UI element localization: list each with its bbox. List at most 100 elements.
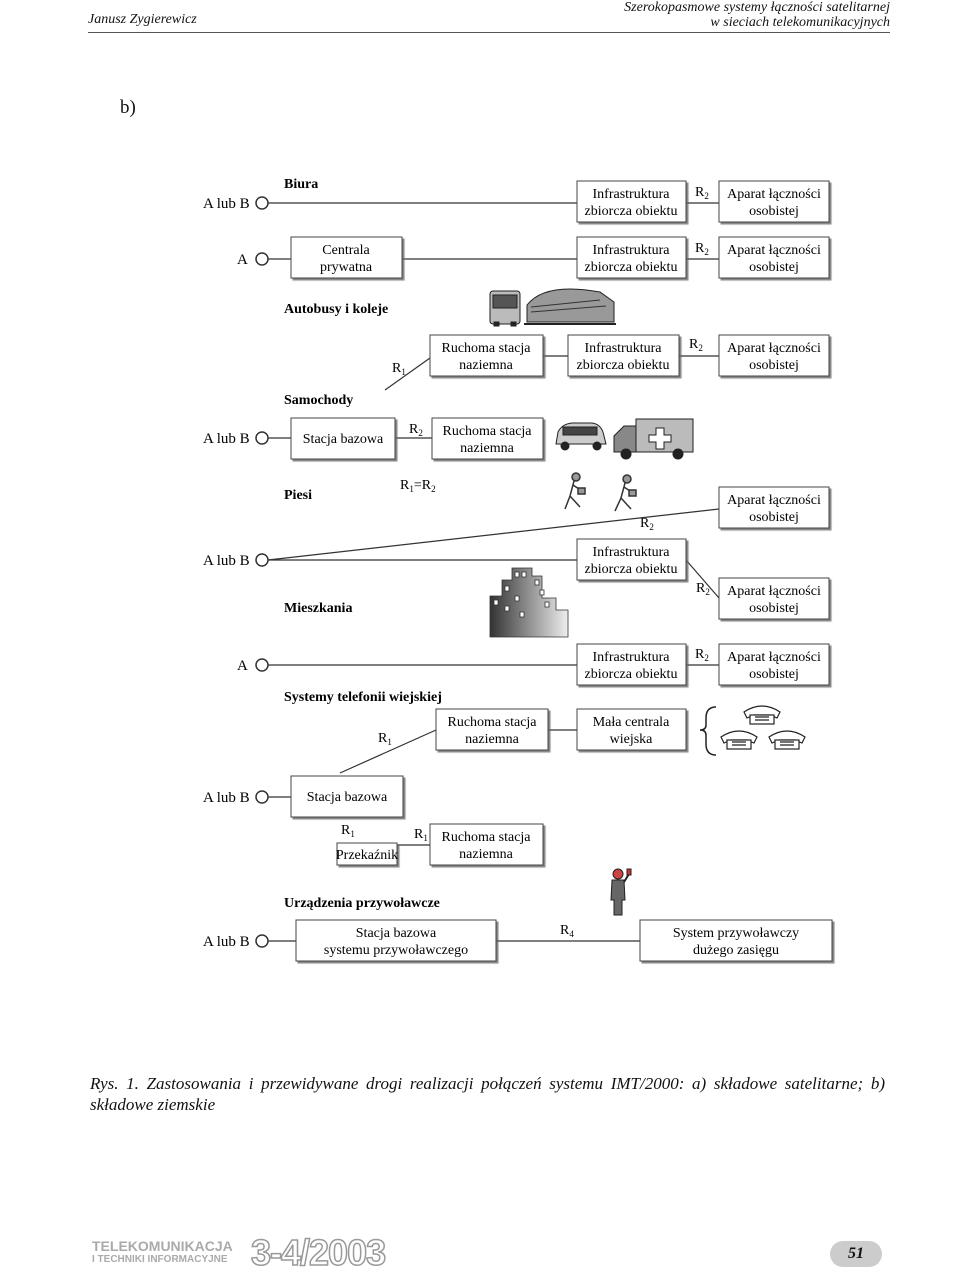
link-label-r2: R2	[640, 516, 654, 532]
box-aparat	[718, 643, 830, 686]
box-text: osobistej	[749, 358, 799, 373]
section-telefonia: Systemy telefonii wiejskiej	[284, 690, 442, 705]
section-mieszkania: Mieszkania	[284, 601, 352, 616]
pedestrian-icon	[614, 474, 637, 512]
section-piesi: Piesi	[284, 488, 312, 503]
box-infrastruktura	[576, 236, 687, 279]
box-centrala	[290, 236, 403, 279]
footer-brand: TELEKOMUNIKACJA I TECHNIKI INFORMACYJNE	[92, 1239, 233, 1267]
link-label-r1: R1	[414, 827, 428, 843]
link-label-r1-eq-r2: R1=R2	[400, 478, 436, 494]
link-label-r2: R2	[695, 647, 709, 663]
link-label-r4: R4	[560, 923, 574, 939]
source-label: A lub B	[203, 196, 250, 212]
caption-text: Zastosowania i przewidywane drogi realiz…	[90, 1074, 885, 1114]
box-text: systemu przywoławczego	[324, 943, 468, 958]
header-author: Janusz Zygierewicz	[88, 12, 197, 27]
connection-lines	[267, 202, 720, 942]
box-text: naziemna	[460, 441, 514, 456]
box-text: osobistej	[749, 204, 799, 219]
box-labels: Infrastruktura zbiorcza obiektu Aparat ł…	[303, 187, 821, 958]
link-label-r2: R2	[689, 337, 703, 353]
box-text: zbiorcza obiektu	[585, 667, 678, 682]
header-title-line1: Szerokopasmowe systemy łączności satelit…	[624, 0, 890, 15]
link-label-r2: R2	[409, 422, 423, 438]
box-text: zbiorcza obiektu	[585, 260, 678, 275]
box-text: Aparat łączności	[727, 243, 821, 258]
link-label-r1: R1	[392, 361, 406, 377]
link-labels: R2 R2 R1 R2 R2 R1=R2 R2 R2 R2 R1 R1 R1 R…	[341, 185, 710, 939]
box-text: Infrastruktura	[593, 650, 671, 665]
box-text: Aparat łączności	[727, 584, 821, 599]
box-aparat	[718, 577, 830, 620]
box-stacja-bazowa	[290, 775, 404, 818]
box-text: Infrastruktura	[593, 545, 671, 560]
application-diagram: A lub B A A lub B A lub B A A lub B A lu…	[203, 177, 833, 962]
source-label: A lub B	[203, 790, 250, 806]
box-text: Centrala	[322, 243, 370, 258]
source-labels: A lub B A A lub B A lub B A A lub B A lu…	[203, 196, 250, 950]
box-ruchoma	[429, 823, 544, 866]
box-aparat	[718, 486, 830, 529]
box-aparat	[718, 180, 830, 223]
source-label: A	[237, 252, 248, 268]
box-text: Infrastruktura	[585, 341, 663, 356]
box-text: dużego zasięgu	[693, 943, 779, 958]
box-text: Infrastruktura	[593, 187, 671, 202]
header-title: Szerokopasmowe systemy łączności satelit…	[624, 0, 890, 30]
section-biura: Biura	[284, 177, 318, 192]
source-label: A	[237, 658, 248, 674]
boxes	[290, 180, 833, 962]
link-label-r2: R2	[696, 581, 710, 597]
box-ruchoma	[429, 334, 544, 377]
source-label: A lub B	[203, 553, 250, 569]
train-icon	[524, 288, 616, 325]
section-przywolawcze: Urządzenia przywoławcze	[284, 896, 440, 911]
box-text: Aparat łączności	[727, 493, 821, 508]
box-stacja-bazowa-przywolawcza	[295, 919, 497, 962]
box-text: Aparat łączności	[727, 187, 821, 202]
box-text: zbiorcza obiektu	[585, 204, 678, 219]
box-text: Aparat łączności	[727, 341, 821, 356]
box-infrastruktura	[567, 334, 680, 377]
box-text: zbiorcza obiektu	[577, 358, 670, 373]
box-text: osobistej	[749, 601, 799, 616]
box-infrastruktura	[576, 538, 687, 581]
box-przekaznik	[336, 842, 398, 866]
telephone-icon	[743, 705, 781, 725]
figure-caption: Rys. 1. Zastosowania i przewidywane drog…	[90, 1073, 885, 1115]
source-label: A lub B	[203, 431, 250, 447]
terminal-icon	[255, 658, 269, 672]
box-text: Ruchoma stacja	[447, 715, 537, 730]
terminal-icon	[255, 934, 269, 948]
pedestrian-icon	[564, 472, 586, 510]
box-text: osobistej	[749, 510, 799, 525]
footer-brand-line2: I TECHNIKI INFORMACYJNE	[92, 1254, 228, 1265]
box-text: naziemna	[459, 847, 513, 862]
terminal-icon	[255, 553, 269, 567]
box-text: Aparat łączności	[727, 650, 821, 665]
box-mala-centrala	[576, 708, 687, 751]
box-text: Infrastruktura	[593, 243, 671, 258]
pager-user-icon	[610, 868, 632, 916]
header-rule	[88, 32, 890, 33]
box-ruchoma	[431, 417, 544, 460]
subfigure-label: b)	[120, 97, 136, 118]
car-icon	[555, 422, 607, 451]
box-text: naziemna	[459, 358, 513, 373]
source-label: A lub B	[203, 934, 250, 950]
link-label-r1: R1	[378, 731, 392, 747]
box-system-przywolawczy	[639, 919, 833, 962]
header-title-line2: w sieciach telekomunikacyjnych	[710, 15, 890, 30]
terminal-icon	[255, 196, 269, 210]
bus-icon	[489, 290, 521, 327]
box-text: Ruchoma stacja	[441, 830, 531, 845]
box-text: System przywoławczy	[673, 926, 799, 941]
buildings-icon	[489, 567, 569, 638]
footer-brand-line1: TELEKOMUNIKACJA	[92, 1238, 233, 1254]
box-ruchoma	[435, 708, 549, 751]
box-text: Stacja bazowa	[307, 790, 388, 805]
box-text: osobistej	[749, 260, 799, 275]
box-text: osobistej	[749, 667, 799, 682]
brace-icon	[699, 706, 717, 756]
